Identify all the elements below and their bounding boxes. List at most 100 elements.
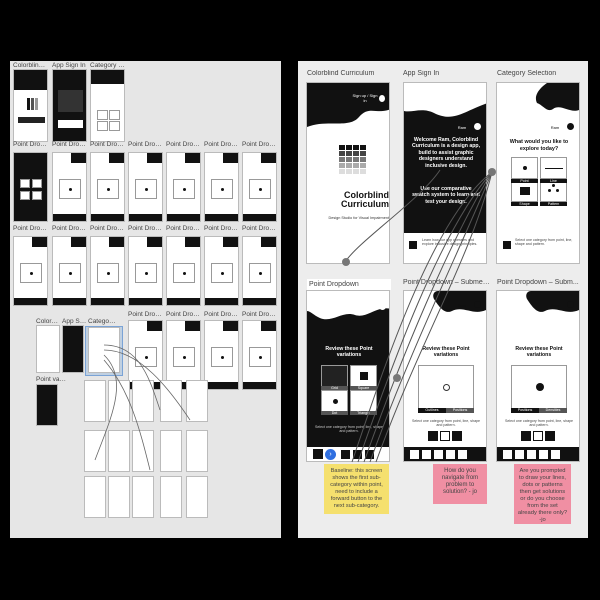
variation-grid-tile[interactable] — [321, 365, 348, 387]
lower-mini-frame[interactable] — [84, 430, 106, 472]
nav-icon-1[interactable] — [515, 450, 524, 459]
variation-square-tile[interactable] — [350, 365, 377, 387]
category-point-label: Point — [511, 179, 538, 183]
variation-dot-tile[interactable] — [321, 390, 348, 412]
sticky-note-yellow[interactable]: Baseline: this screen shows the first su… — [324, 464, 389, 514]
mini-point-frame[interactable] — [242, 152, 277, 222]
user-name: Ram — [457, 303, 467, 308]
frame-category-selection[interactable]: Ram What would you like to explore today… — [496, 82, 580, 264]
mini-point-frame[interactable] — [128, 236, 163, 306]
mini-frame-signin[interactable] — [52, 69, 87, 142]
frame-label-category: Category Selection — [497, 70, 557, 77]
leaf-icon — [379, 303, 386, 310]
frame-colorblind-curriculum[interactable]: Sign up / Sign in Colorblind Curriculum … — [306, 82, 390, 264]
category-pattern-tile[interactable] — [540, 180, 567, 202]
lower-mini-frame[interactable] — [186, 380, 208, 422]
sub2-tab-densities[interactable]: Densities — [539, 408, 567, 413]
nav-icon-4[interactable] — [551, 450, 560, 459]
category-point-tile[interactable] — [511, 157, 538, 179]
mini-point-frame[interactable] — [242, 320, 277, 390]
mini-point-frame[interactable] — [52, 152, 87, 222]
variation-triangle-tile[interactable] — [350, 390, 377, 412]
nav-icon-2[interactable] — [434, 450, 443, 459]
user-name: Ram — [362, 305, 372, 310]
sub1-tab-outlines[interactable]: Outlines — [418, 408, 446, 413]
mini-frame-colorblind[interactable] — [13, 69, 48, 142]
mini-point-frame[interactable] — [242, 236, 277, 306]
lower-signin-frame[interactable] — [62, 325, 84, 373]
sub2-footer: Select one category from point, line, sh… — [504, 419, 574, 427]
lower-category-frame[interactable] — [88, 327, 120, 373]
nav-icon-1[interactable] — [422, 450, 431, 459]
sub1-preview — [418, 365, 474, 409]
mini-point-frame[interactable] — [128, 152, 163, 222]
signin-link[interactable]: Sign up / Sign in — [352, 93, 378, 103]
sticky-note-pink-1[interactable]: How do you navigate from problem to solu… — [433, 464, 487, 504]
nav-dot-icon[interactable] — [341, 450, 350, 459]
mini-frame-label: Point Dropdo... — [13, 225, 48, 232]
swatch-grid-icon[interactable] — [452, 431, 462, 441]
lower-mini-frame[interactable] — [160, 380, 182, 422]
frame-point-submenu-2[interactable]: Ram Review these Point variations Positi… — [496, 290, 580, 462]
lower-mini-frame[interactable] — [186, 430, 208, 472]
header-blob — [404, 83, 486, 117]
swatch-cell — [360, 151, 366, 156]
lower-mini-frame[interactable] — [84, 380, 106, 422]
mini-point-frame[interactable] — [204, 320, 239, 390]
forward-arrow-icon[interactable]: › — [325, 449, 336, 460]
mini-point-frame[interactable] — [13, 236, 48, 306]
mini-point-frame[interactable] — [13, 152, 48, 222]
nav-icon-4[interactable] — [458, 450, 467, 459]
mini-frame-label: Point Dropdo... — [13, 141, 48, 148]
frame-point-dropdown[interactable]: Ram Review these Point variations Grid S… — [306, 290, 390, 462]
mini-frame-label: Point Dropdo... — [90, 225, 125, 232]
leaf-icon — [379, 95, 385, 102]
nav-square-icon[interactable] — [353, 450, 362, 459]
nav-icon-3[interactable] — [446, 450, 455, 459]
sub2-tab-positions[interactable]: Positions — [511, 408, 539, 413]
mini-point-frame[interactable] — [52, 236, 87, 306]
lower-point-frame[interactable] — [36, 384, 58, 426]
swatch-black-icon[interactable] — [428, 431, 438, 441]
lower-mini-frame[interactable] — [108, 380, 130, 422]
swatch-cell — [339, 145, 345, 150]
category-pattern-label: Pattern — [540, 202, 567, 206]
sub1-tab-positions[interactable]: Positions — [446, 408, 474, 413]
lower-mini-frame[interactable] — [132, 380, 154, 422]
nav-icon-2[interactable] — [527, 450, 536, 459]
swatch-white-icon[interactable] — [533, 431, 543, 441]
lower-mini-frame[interactable] — [108, 476, 130, 518]
swatch-white-icon[interactable] — [440, 431, 450, 441]
mini-point-frame[interactable] — [90, 152, 125, 222]
cube-icon — [503, 241, 511, 249]
mini-point-frame[interactable] — [204, 152, 239, 222]
lower-mini-frame[interactable] — [160, 476, 182, 518]
mini-point-frame[interactable] — [90, 236, 125, 306]
mini-point-frame[interactable] — [204, 236, 239, 306]
frame-label-colorblind: Colorblind Curriculum — [307, 70, 375, 77]
nav-icon-3[interactable] — [539, 450, 548, 459]
lower-mini-frame[interactable] — [132, 430, 154, 472]
mini-point-frame[interactable] — [166, 152, 201, 222]
mini-frame-category[interactable] — [90, 69, 125, 142]
frame-app-signin[interactable]: Ram Welcome Ram, Colorblind Curriculum i… — [403, 82, 487, 264]
category-shape-tile[interactable] — [511, 180, 538, 202]
mini-point-frame[interactable] — [166, 236, 201, 306]
nav-grid-icon[interactable] — [365, 450, 374, 459]
lower-mini-frame[interactable] — [108, 430, 130, 472]
swatch-cell — [339, 151, 345, 156]
swatch-black-icon[interactable] — [521, 431, 531, 441]
mini-frame-label: Point Dropdo... — [166, 311, 201, 318]
lower-mini-frame[interactable] — [84, 476, 106, 518]
sticky-note-pink-2[interactable]: Are you prompted to draw your lines, dot… — [514, 464, 571, 524]
frame-point-submenu-1[interactable]: Ram Review these Point variations Outlin… — [403, 290, 487, 462]
category-line-tile[interactable] — [540, 157, 567, 179]
lower-mini-frame[interactable] — [132, 476, 154, 518]
swatch-grid-icon[interactable] — [545, 431, 555, 441]
lower-mini-frame[interactable] — [160, 430, 182, 472]
lower-colorblind-frame[interactable] — [36, 325, 60, 373]
lower-point-label: Point variations — [36, 376, 66, 383]
leaf-icon — [567, 123, 574, 130]
lower-mini-frame[interactable] — [186, 476, 208, 518]
swatch-cell — [353, 145, 359, 150]
